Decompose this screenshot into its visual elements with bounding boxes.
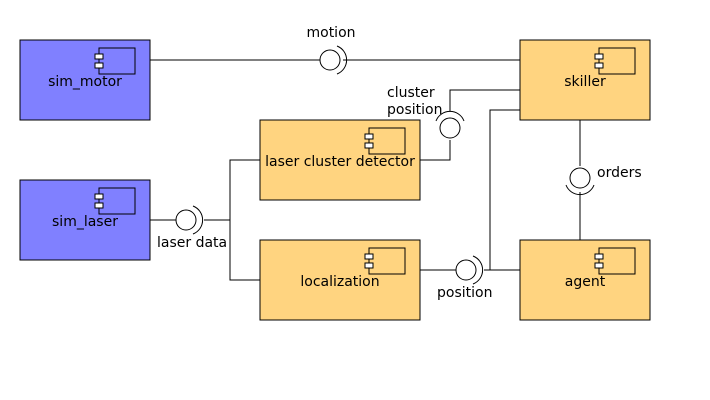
motion-socket bbox=[336, 45, 348, 75]
localization-label: localization bbox=[300, 274, 379, 290]
laser-cluster-detector-box bbox=[259, 119, 421, 201]
component-skiller[interactable]: skiller bbox=[519, 39, 651, 121]
sim-motor-label: sim_motor bbox=[48, 74, 122, 90]
component-icon bbox=[94, 187, 136, 215]
component-icon bbox=[594, 247, 636, 275]
laser-cluster-detector-label: laser cluster detector bbox=[265, 154, 415, 170]
position-label: position bbox=[437, 285, 492, 301]
sim-laser-label: sim_laser bbox=[52, 214, 118, 230]
laser-data-lollipop bbox=[175, 209, 197, 231]
cluster-position-lollipop bbox=[439, 117, 461, 139]
orders-socket bbox=[565, 184, 595, 196]
component-icon bbox=[364, 127, 406, 155]
cluster-position-socket bbox=[435, 110, 465, 122]
skiller-label: skiller bbox=[564, 74, 606, 90]
laser-data-label: laser data bbox=[157, 235, 227, 251]
component-icon bbox=[364, 247, 406, 275]
cluster-position-label-line1: cluster bbox=[387, 85, 435, 101]
orders-lollipop bbox=[569, 167, 591, 189]
interface-position: position bbox=[437, 255, 492, 301]
component-sim-laser[interactable]: sim_laser bbox=[19, 179, 151, 261]
component-agent[interactable]: agent bbox=[519, 239, 651, 321]
sim-laser-box bbox=[19, 179, 151, 261]
interface-orders: orders bbox=[565, 165, 642, 196]
interface-laser-data: laser data bbox=[157, 205, 227, 251]
wire-cluster-position-skiller bbox=[449, 89, 520, 111]
component-icon bbox=[94, 47, 136, 75]
connections bbox=[150, 59, 581, 281]
position-socket bbox=[472, 255, 484, 285]
component-sim-motor[interactable]: sim_motor bbox=[19, 39, 151, 121]
motion-label: motion bbox=[306, 25, 355, 41]
interface-motion: motion bbox=[306, 25, 356, 75]
wire-lcd-cluster-position bbox=[420, 140, 451, 161]
component-laser-cluster-detector[interactable]: laser cluster detector bbox=[259, 119, 421, 201]
component-icon bbox=[594, 47, 636, 75]
localization-box bbox=[259, 239, 421, 321]
position-lollipop bbox=[455, 259, 477, 281]
wire-position-skiller bbox=[489, 109, 520, 270]
skiller-box bbox=[519, 39, 651, 121]
orders-label: orders bbox=[597, 165, 642, 181]
wire-laser-data-lcd bbox=[204, 159, 260, 221]
component-localization[interactable]: localization bbox=[259, 239, 421, 321]
motion-lollipop bbox=[319, 49, 341, 71]
laser-data-socket bbox=[192, 205, 204, 235]
sim-motor-box bbox=[19, 39, 151, 121]
agent-label: agent bbox=[565, 274, 606, 290]
agent-box bbox=[519, 239, 651, 321]
wire-laser-data-localization bbox=[229, 220, 260, 281]
cluster-position-label-line2: position bbox=[387, 102, 442, 118]
interface-cluster-position: cluster position bbox=[387, 85, 465, 139]
